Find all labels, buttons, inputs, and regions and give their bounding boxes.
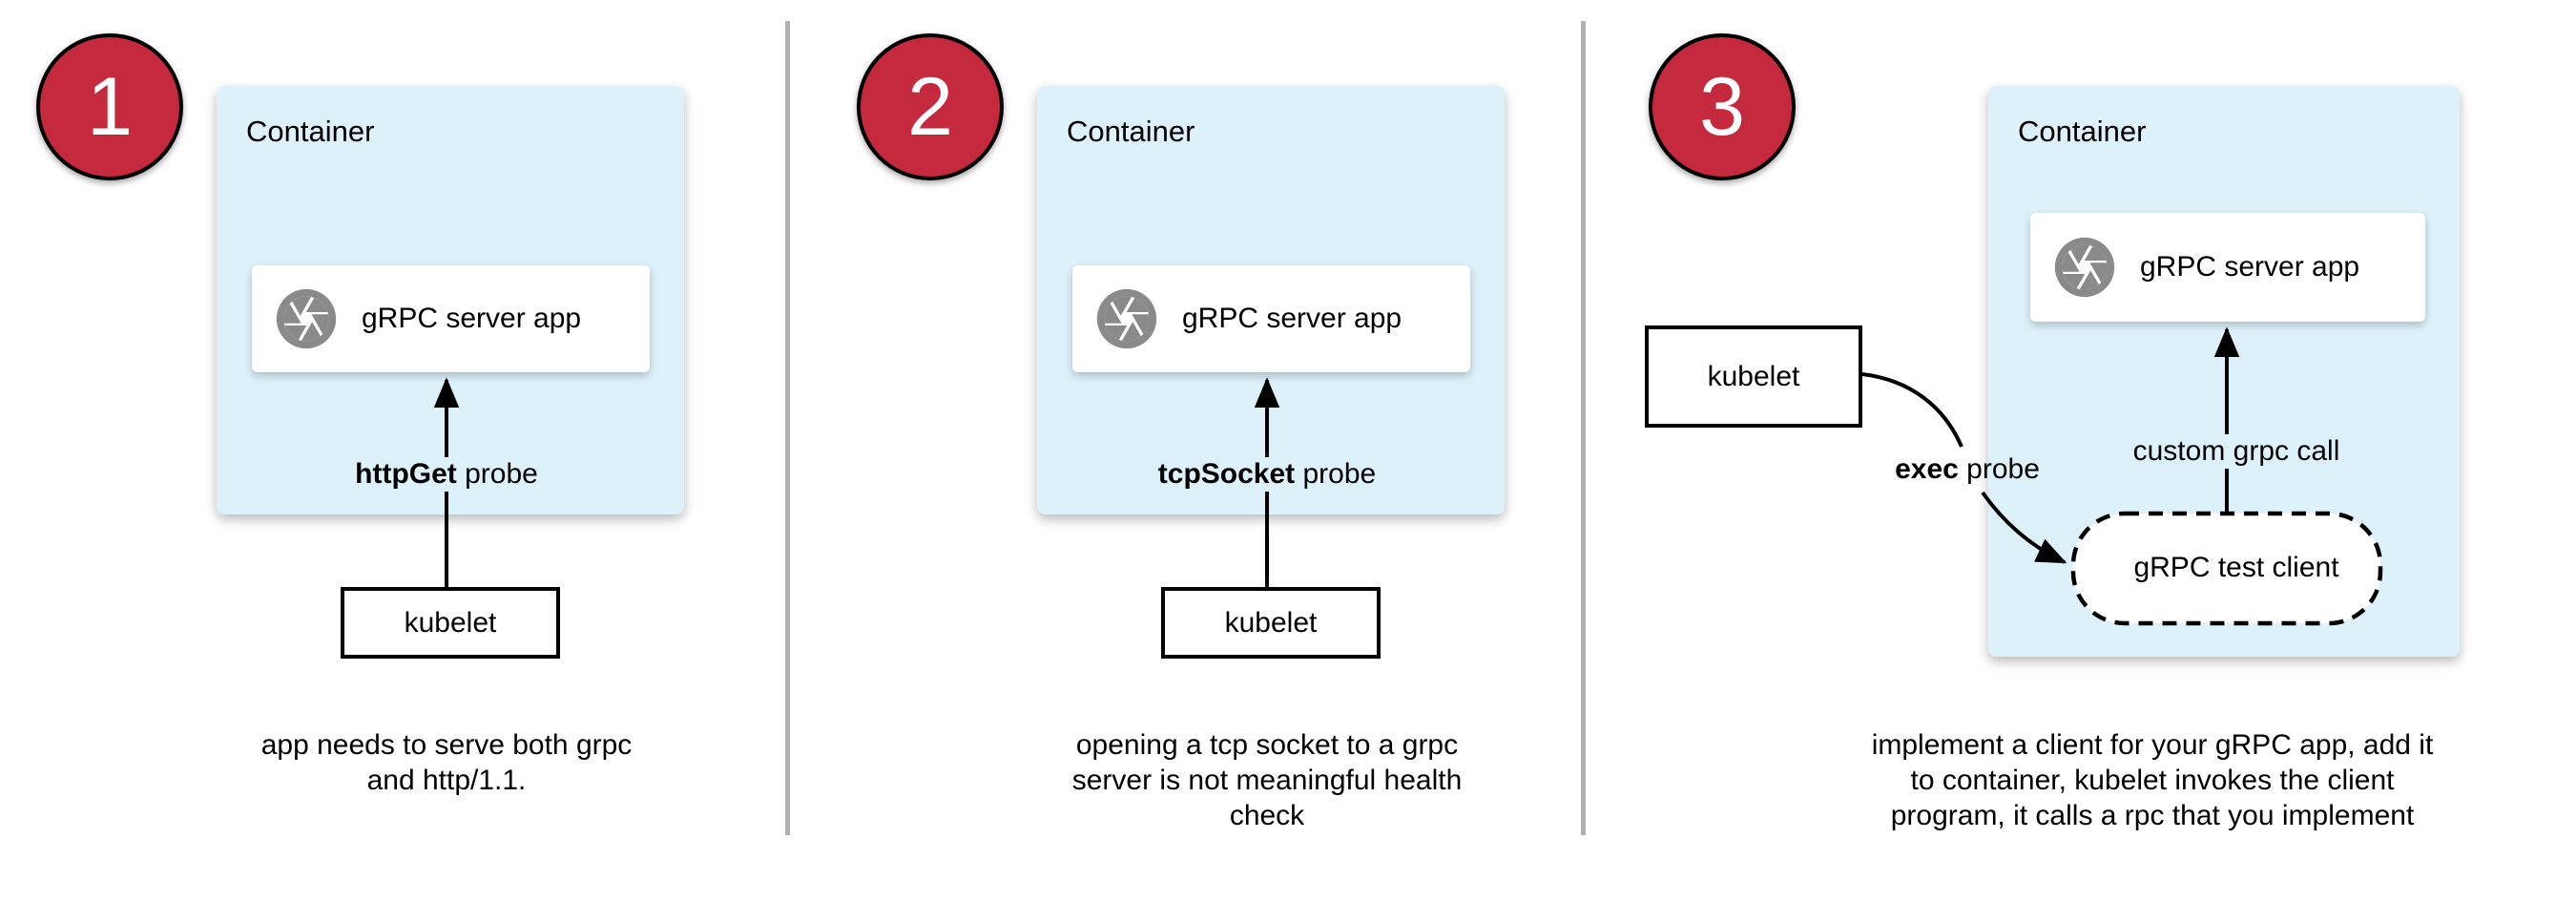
caption: opening a tcp socket to a grpc server is… [1071, 729, 1463, 831]
step-number: 2 [907, 61, 953, 153]
panel-exec-probe: 3 Container gRPC server app kubelet exec… [1584, 0, 2576, 923]
caption: implement a client for your gRPC app, ad… [1871, 729, 2434, 831]
kubelet-box: kubelet [1161, 587, 1381, 659]
custom-grpc-call-label: custom grpc call [2112, 434, 2360, 469]
kubelet-box: kubelet [1645, 325, 1862, 428]
caption: app needs to serve both grpc and http/1.… [260, 729, 633, 796]
step-number: 1 [87, 61, 133, 153]
container-label: Container [246, 115, 375, 148]
container-label: Container [2018, 115, 2147, 148]
panel-tcpsocket-probe: 2 Container gRPC server app tcpSocket pr… [821, 0, 1579, 923]
grpc-server-app-label: gRPC server app [362, 303, 582, 334]
probe-type: httpGet [355, 458, 457, 490]
step-badge-3: 3 [1649, 33, 1796, 180]
panel-httpget-probe: 1 Container gRPC server app httpGet prob… [0, 0, 785, 923]
step-badge-2: 2 [857, 33, 1004, 180]
step-number: 3 [1699, 61, 1745, 153]
grpc-server-app-label: gRPC server app [2140, 251, 2360, 283]
kubelet-label: kubelet [1707, 360, 1800, 392]
grpc-test-client-label: gRPC test client [2133, 552, 2339, 583]
probe-label: httpGet probe [303, 457, 590, 492]
grpc-server-app-box: gRPC server app [2030, 213, 2425, 322]
aperture-icon [2054, 237, 2115, 298]
probe-label: tcpSocket probe [1124, 457, 1410, 492]
divider [785, 21, 790, 835]
kubelet-label: kubelet [1224, 606, 1318, 639]
exec-probe-label: exec probe [1895, 453, 2040, 485]
probe-type: exec [1895, 453, 1959, 485]
kubelet-box: kubelet [341, 587, 560, 659]
grpc-server-app-label: gRPC server app [1182, 303, 1402, 334]
grpc-server-app-box: gRPC server app [1072, 265, 1470, 372]
container-label: Container [1067, 115, 1195, 148]
kubelet-label: kubelet [404, 606, 497, 639]
step-badge-1: 1 [36, 33, 183, 180]
divider [1581, 21, 1586, 835]
aperture-icon [1096, 288, 1157, 349]
aperture-icon [276, 288, 337, 349]
grpc-server-app-box: gRPC server app [252, 265, 650, 372]
probe-type: tcpSocket [1157, 458, 1296, 490]
